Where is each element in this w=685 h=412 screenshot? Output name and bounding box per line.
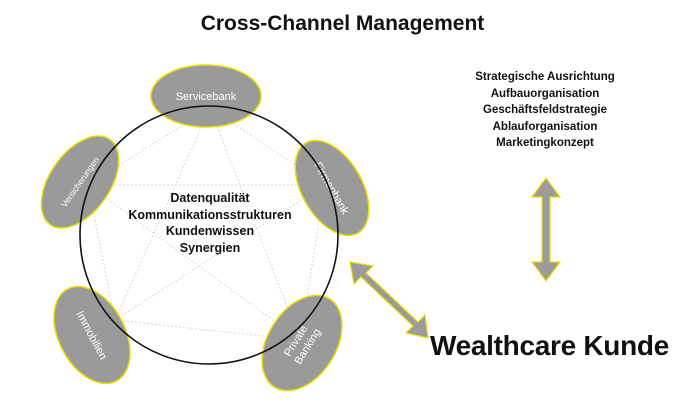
channel-servicebank: Servicebank	[150, 64, 262, 128]
customer-label: Wealthcare Kunde	[430, 330, 669, 361]
strategy-list: Strategische Ausrichtung Aufbauorganisat…	[455, 69, 635, 152]
diagonal-double-arrow	[349, 261, 429, 339]
channel-firmenbank: Firmenbank	[294, 139, 370, 237]
strategy-item: Aufbauorganisation	[490, 87, 600, 100]
channel-private-banking: Private Banking	[261, 294, 343, 392]
center-topics: Datenqualität Kommunikationsstrukturen K…	[110, 190, 310, 256]
strategy-item: Marketingkonzept	[496, 137, 594, 149]
center-topic: Kundenwissen	[165, 224, 255, 238]
center-topic: Synergien	[179, 240, 241, 255]
center-topic: Datenqualität	[170, 191, 250, 205]
strategy-item: Ablauforganisation	[492, 120, 598, 133]
channel-versicherungen: Versicherungen	[40, 135, 120, 229]
strategy-item: Strategische Ausrichtung	[475, 71, 615, 83]
channel-servicebank-label: Servicebank	[176, 91, 237, 103]
center-topic: Kommunikationsstrukturen	[128, 207, 292, 222]
strategy-item: Geschäftsfeldstrategie	[483, 104, 607, 116]
channel-immobilien: Immobilien	[53, 285, 131, 385]
channel-circle	[79, 105, 339, 365]
vertical-double-arrow	[530, 176, 562, 283]
page-title: Cross-Channel Management	[200, 12, 485, 35]
